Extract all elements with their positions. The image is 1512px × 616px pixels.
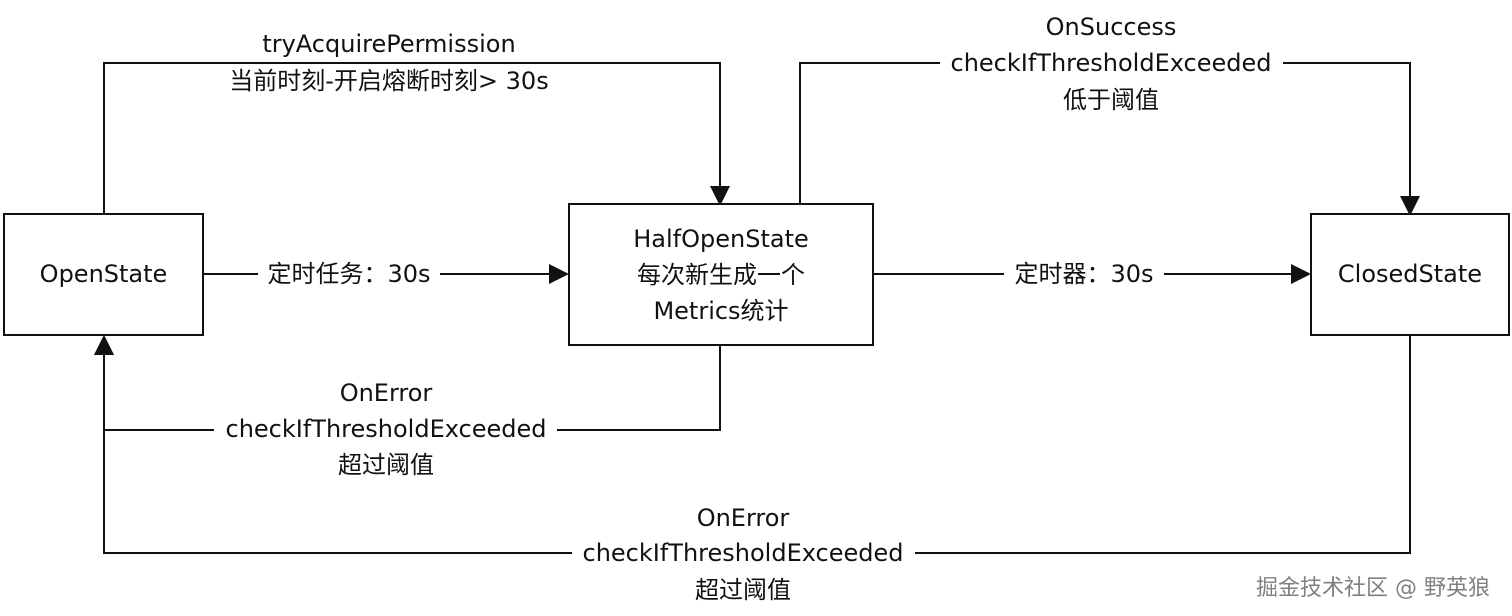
- label-bg-open-to-half-middle: [258, 258, 440, 292]
- edge-half-to-closed-middle-label: 定时器：30s: [1014, 260, 1153, 288]
- label-bg-half-to-open-error-line1: [332, 377, 440, 411]
- edge-open-to-half-top: [103, 62, 730, 214]
- label-bg-closed-to-open-error-line2: [572, 537, 915, 571]
- label-bg-closed-to-open-error-line1: [689, 502, 797, 536]
- edge-open-to-half-top-line-1: tryAcquirePermission: [262, 30, 515, 58]
- edge-open-to-half-middle-label: 定时任务：30s: [267, 260, 430, 288]
- label-bg-half-to-open-error-line3: [328, 449, 444, 483]
- edge-half-to-open-error-line-3: 超过阈值: [338, 451, 434, 479]
- label-bg-half-to-closed-top-line1: [1039, 13, 1183, 45]
- label-bg-half-to-closed-top-line2: [940, 47, 1283, 81]
- edge-half-to-closed-top-line-2: checkIfThresholdExceeded: [951, 49, 1272, 77]
- node-half-open-state: [568, 203, 874, 346]
- node-closed-state: [1310, 213, 1510, 336]
- edge-half-to-open-error-line-2: checkIfThresholdExceeded: [226, 415, 547, 443]
- label-bg-open-to-half-top-line1: [249, 30, 529, 58]
- edge-closed-to-open-error-line-3: 超过阈值: [695, 576, 791, 604]
- half-open-state-line-1: HalfOpenState: [633, 225, 809, 253]
- label-bg-open-to-half-top-line2: [214, 66, 564, 98]
- watermark: 掘金技术社区 @ 野英狼: [1256, 576, 1490, 601]
- label-bg-half-to-closed-top-line3: [1053, 84, 1169, 118]
- edge-closed-to-open-error-line-2: checkIfThresholdExceeded: [583, 539, 904, 567]
- edge-closed-to-open-error-line-1: OnError: [697, 504, 790, 532]
- label-bg-half-to-closed-middle: [1004, 258, 1164, 292]
- open-state-label: OpenState: [40, 260, 168, 288]
- label-bg-closed-to-open-error-line3: [685, 574, 801, 608]
- edge-open-to-half-top-line-2: 当前时刻-开启熔断时刻> 30s: [229, 67, 548, 95]
- label-bg-half-to-open-error-line2: [214, 413, 557, 447]
- edge-half-to-open-error-line-1: OnError: [340, 379, 433, 407]
- edge-half-to-closed-top-line-1: OnSuccess: [1046, 13, 1177, 41]
- half-open-state-line-2: 每次新生成一个: [637, 261, 805, 289]
- edge-half-to-closed-top-line-3: 低于阈值: [1063, 86, 1159, 114]
- closed-state-label: ClosedState: [1338, 260, 1482, 288]
- half-open-state-line-3: Metrics统计: [653, 297, 788, 325]
- node-open-state: [3, 213, 204, 336]
